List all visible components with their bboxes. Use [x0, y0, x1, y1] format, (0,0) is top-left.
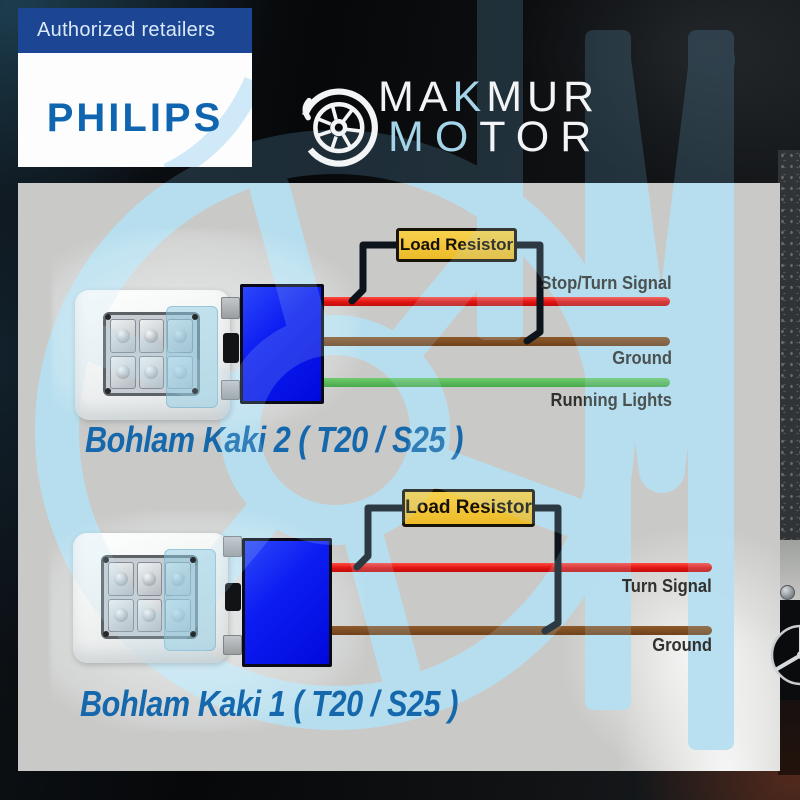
diagram1-label-ground: Ground — [612, 348, 672, 368]
connector-contact — [225, 583, 241, 611]
diagram1-label-running-lights: Running Lights — [550, 390, 672, 410]
led-array — [103, 306, 218, 408]
makmur-motor-logo: MAKMUR MOTOR — [290, 66, 620, 176]
diagram2-led-bulb — [73, 533, 228, 663]
connector-tab — [221, 380, 240, 400]
authorized-retailer-badge: Authorized retailers PHILIPS — [18, 8, 252, 167]
diagram1-caption: Bohlam Kaki 2 ( T20 / S25 ) — [85, 419, 463, 460]
logo-line2: MOTOR — [388, 113, 603, 161]
diagram1-label-stop-turn-signal: Stop/Turn Signal — [540, 273, 672, 293]
connector-tab — [223, 536, 242, 557]
logo-line1: MAKMUR — [378, 73, 600, 121]
diagram2-label-turn-signal: Turn Signal — [622, 576, 712, 596]
badge-header: Authorized retailers — [18, 8, 252, 53]
wheel-logo-icon — [299, 88, 378, 167]
diagram2-wire-ground — [326, 626, 712, 635]
connector-tab — [223, 635, 242, 655]
car-taillight-strip — [778, 700, 800, 775]
diagram1-led-bulb — [75, 290, 230, 420]
connector-tab — [221, 297, 240, 319]
connector-contact — [223, 333, 239, 363]
diagram2-load-resistor: Load Resistor — [402, 489, 535, 527]
led-array — [101, 549, 216, 651]
diagram-panel: Load Resistor Stop/Turn Signal Ground Ru… — [18, 183, 780, 771]
diagram2-caption: Bohlam Kaki 1 ( T20 / S25 ) — [80, 683, 458, 724]
logo-accent-letter: K — [452, 73, 487, 121]
background-texture-strip — [778, 150, 800, 550]
mercedes-star-icon — [770, 624, 800, 686]
load-resistor-label: Load Resistor — [399, 235, 514, 254]
car-hood-emblem — [780, 585, 795, 600]
diagram1-wire-running-lights — [318, 378, 670, 387]
load-resistor-label: Load Resistor — [405, 497, 532, 518]
diagram1-load-resistor: Load Resistor — [396, 228, 517, 262]
diagram1-socket-connector — [240, 284, 324, 404]
diagram2-socket-connector — [242, 538, 332, 667]
badge-header-label: Authorized retailers — [37, 19, 216, 41]
logo-accent-letters: MO — [388, 113, 480, 161]
diagram1-wire-ground — [318, 337, 670, 346]
diagram2-wire-turn-signal — [326, 563, 712, 572]
diagram2-label-ground: Ground — [652, 635, 712, 655]
diagram1-wire-stop-turn-signal — [318, 297, 670, 306]
philips-logo: PHILIPS — [46, 96, 224, 140]
badge-swoosh — [163, 76, 252, 167]
